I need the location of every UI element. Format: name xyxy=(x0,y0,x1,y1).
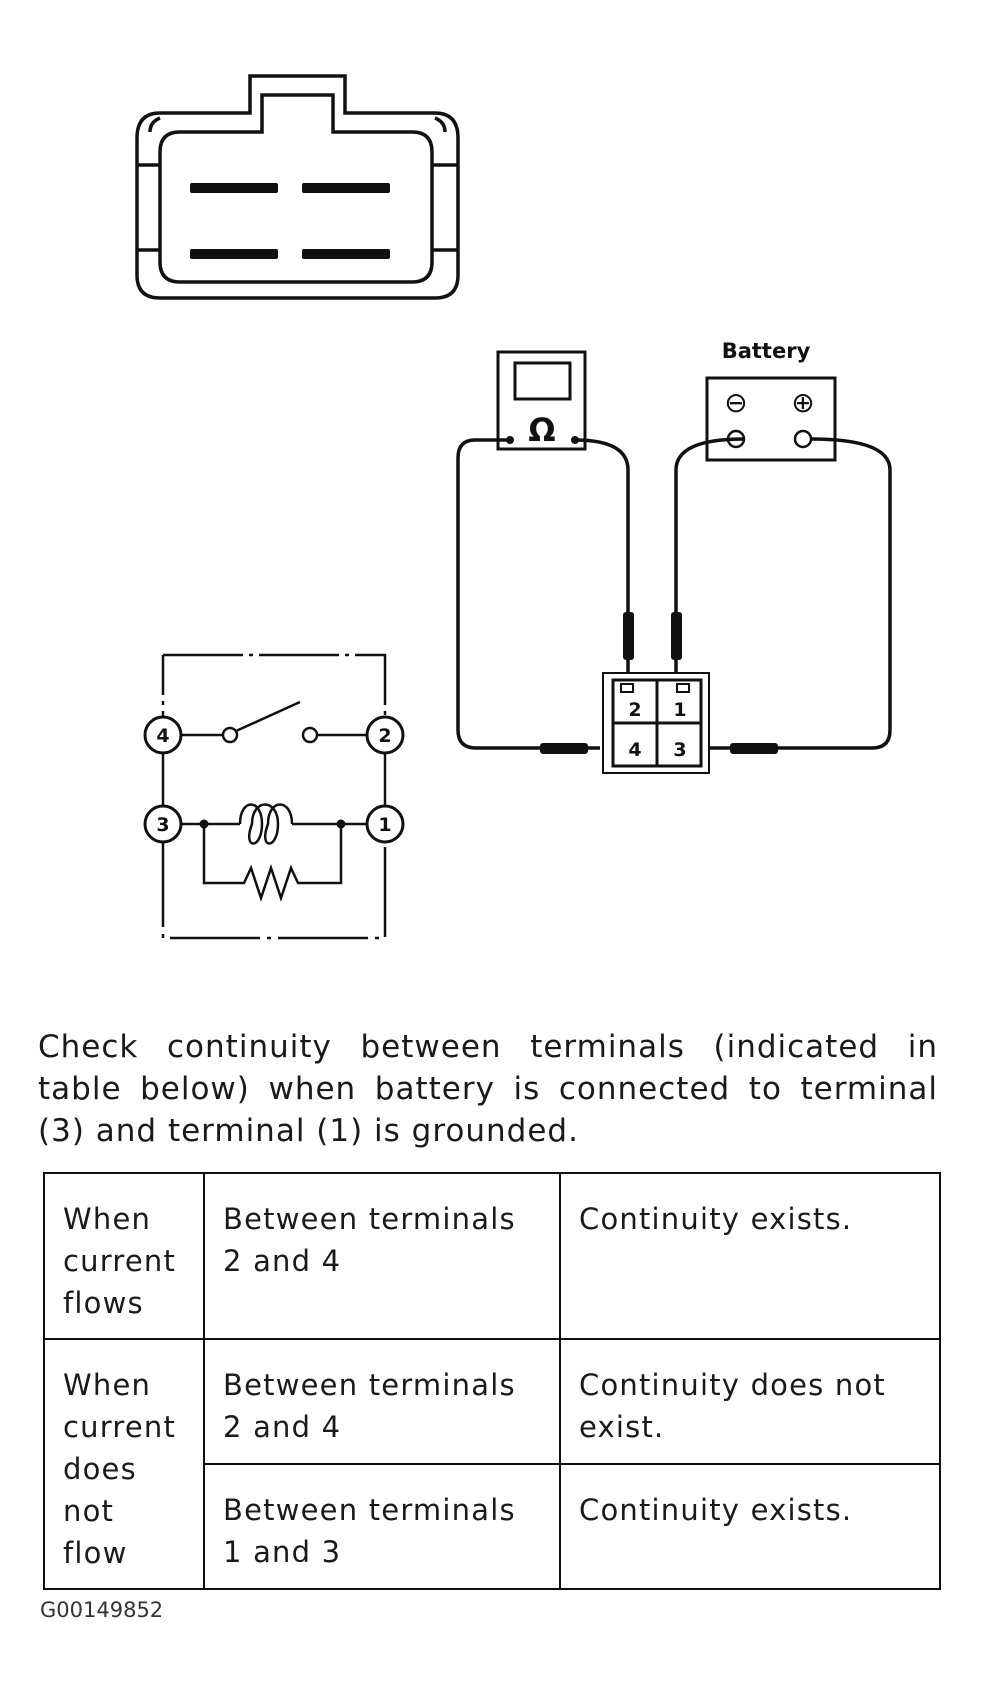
schematic-terminals: 4 2 3 1 xyxy=(143,715,405,844)
test-wires xyxy=(456,437,892,750)
schematic-terminal-2: 2 xyxy=(378,725,391,747)
connector-terminal-1: 1 xyxy=(673,699,686,721)
ohm-symbol: Ω xyxy=(528,411,555,449)
condition-cell: When current does not flow xyxy=(43,1338,205,1590)
battery-minus-icon: ⊖ xyxy=(724,386,747,419)
table-row: Between terminals 1 and 3 Continuity exi… xyxy=(44,1463,941,1590)
terminals-cell: Between terminals 2 and 4 xyxy=(203,1172,561,1340)
connector-terminal-4: 4 xyxy=(628,739,641,761)
connector-terminal-3: 3 xyxy=(673,739,686,761)
schematic-terminal-1: 1 xyxy=(378,814,391,836)
relay-connector: 2 1 4 3 xyxy=(602,672,710,774)
connector-terminal-2: 2 xyxy=(628,699,641,721)
battery-label: Battery xyxy=(722,339,811,363)
connector-pins xyxy=(190,183,390,259)
schematic-terminal-3: 3 xyxy=(156,814,169,836)
schematic-terminal-4: 4 xyxy=(156,725,169,747)
result-cell: Continuity exists. xyxy=(559,1172,941,1340)
condition-cell: When current flows xyxy=(43,1172,205,1340)
terminals-cell: Between terminals 1 and 3 xyxy=(203,1463,561,1590)
table-row: When current does not flow Between termi… xyxy=(43,1338,941,1590)
probe-sleeves xyxy=(540,612,778,754)
battery-plus-terminal xyxy=(793,429,813,449)
schematic-junctions xyxy=(199,819,346,829)
instruction-text: Check continuity between terminals (indi… xyxy=(38,1029,938,1149)
result-cell: Continuity exists. xyxy=(559,1463,941,1590)
relay-schematic xyxy=(161,653,387,940)
battery-plus-icon: ⊕ xyxy=(791,386,814,419)
continuity-table: When current flows Between terminals 2 a… xyxy=(43,1172,941,1590)
ohmmeter: Ω xyxy=(496,350,587,451)
battery: Battery ⊖ ⊕ xyxy=(705,339,837,462)
result-cell: Continuity does not exist. xyxy=(559,1338,941,1465)
figure-id: G00149852 xyxy=(40,1598,164,1622)
relay-diagram: Ω Battery ⊖ ⊕ 2 1 4 3 xyxy=(135,74,892,940)
terminals-cell: Between terminals 2 and 4 xyxy=(203,1338,561,1465)
table-row: When current flows Between terminals 2 a… xyxy=(43,1172,941,1340)
connector-face-view xyxy=(135,74,460,300)
